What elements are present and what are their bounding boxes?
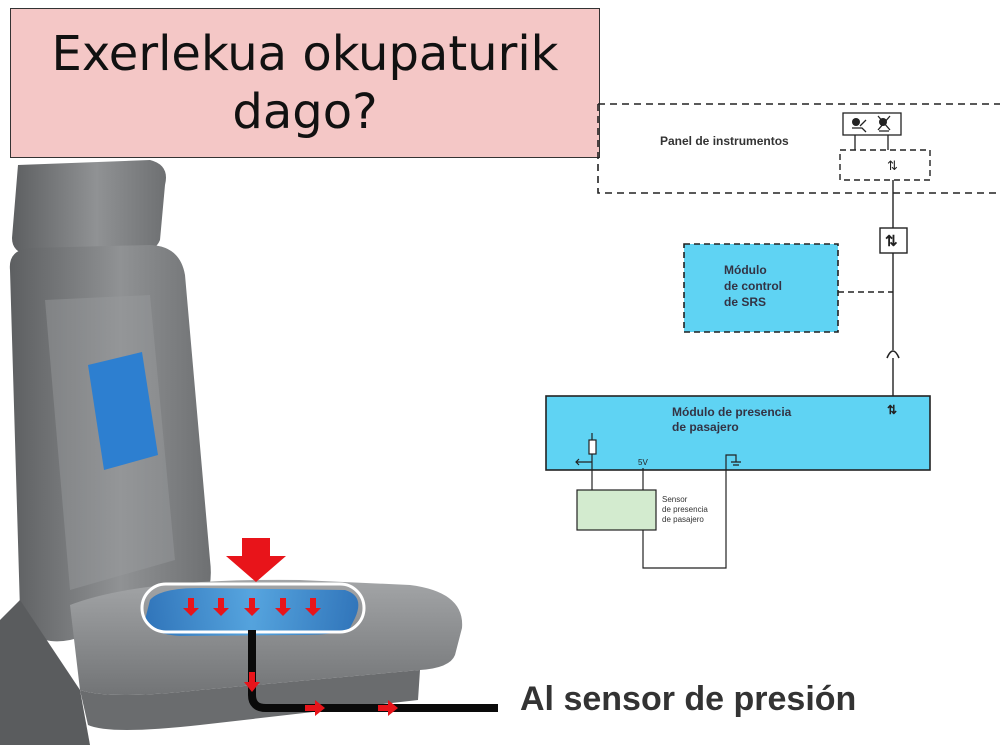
bus-connector — [879, 227, 908, 254]
title-box: Exerlekua okupaturik dago? — [10, 8, 600, 158]
presence-module-line-2: de pasajero — [672, 420, 739, 434]
pressure-arrow — [275, 598, 291, 616]
pressure-arrow — [244, 598, 260, 616]
wiring-diagram: Panel de instrumentos ⇅ ⇅ Módulo de cont… — [545, 103, 1000, 569]
pressure-hose — [248, 630, 498, 712]
voltage-label: 5V — [638, 458, 648, 467]
sensor-label-line-2: de presencia — [662, 505, 708, 514]
wire-jumper — [886, 350, 900, 359]
srs-module-line-2: de control — [724, 279, 782, 293]
pressure-arrow — [183, 598, 199, 616]
seat-base — [0, 600, 90, 745]
bus-arrows-icon: ⇅ — [885, 233, 898, 250]
hose-arrow-down — [244, 672, 260, 692]
pressure-arrow — [305, 598, 321, 616]
pressure-big-arrow — [226, 538, 286, 582]
pressure-arrow — [213, 598, 229, 616]
seat-headrest — [12, 160, 166, 255]
panel-connector-box — [839, 149, 931, 181]
title-line-1: Exerlekua okupaturik — [51, 26, 559, 82]
presence-sensor — [576, 489, 657, 531]
title-line-2: dago? — [232, 84, 378, 140]
presence-module-line-1: Módulo de presencia — [672, 405, 792, 419]
sensor-label-line-1: Sensor — [662, 495, 688, 504]
sensor-label-line-3: de pasajero — [662, 515, 704, 524]
backrest-sensor-pad — [88, 352, 158, 470]
airbag-indicator-icons — [842, 112, 902, 136]
srs-module-line-3: de SRS — [724, 295, 766, 309]
panel-label: Panel de instrumentos — [660, 134, 789, 148]
srs-control-module — [683, 243, 839, 333]
car-seat-illustration — [0, 160, 498, 745]
module-bus-icon: ⇅ — [887, 403, 897, 417]
hose-arrow-right — [305, 700, 325, 716]
hose-flow-arrows — [244, 672, 398, 716]
resistor-symbol — [588, 439, 597, 455]
bidirectional-icon: ⇅ — [887, 158, 898, 173]
ground-symbol — [725, 454, 741, 468]
srs-module-line-1: Módulo — [724, 263, 767, 277]
instrument-panel-box — [597, 103, 1000, 194]
occupant-on-icon — [852, 118, 860, 126]
pressure-small-arrows — [183, 598, 321, 616]
hose-arrow-right — [378, 700, 398, 716]
passenger-presence-module — [545, 395, 931, 471]
pressure-sensor-label: Al sensor de presión — [520, 680, 857, 718]
